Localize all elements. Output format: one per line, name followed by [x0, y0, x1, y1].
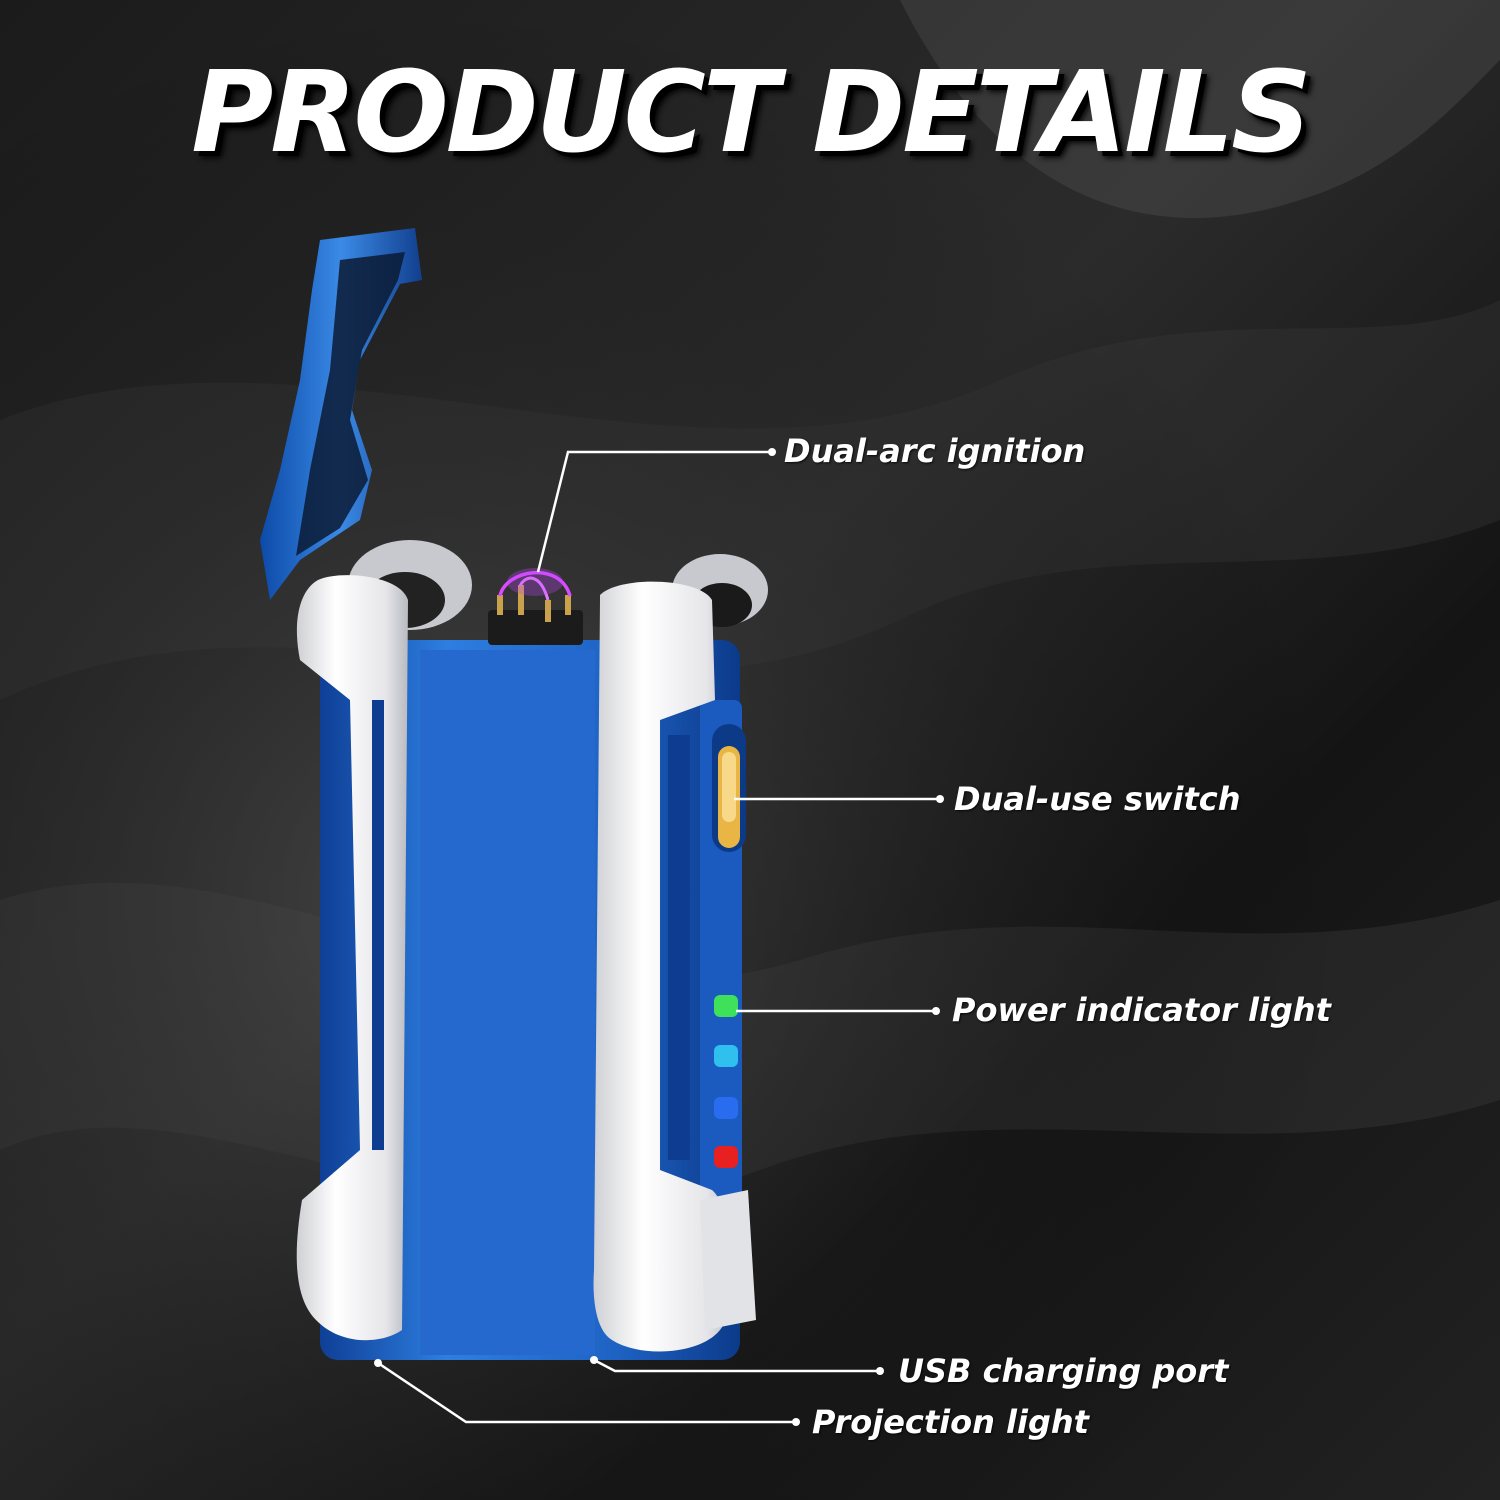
callout-dual-arc-ignition: Dual-arc ignition	[784, 432, 1086, 470]
callout-power-indicator-light: Power indicator light	[952, 991, 1331, 1029]
arc-icon	[498, 570, 572, 597]
page-title: PRODUCT DETAILS	[191, 48, 1312, 178]
callout-usb-charging-port: USB charging port	[898, 1352, 1229, 1390]
callout-projection-light: Projection light	[812, 1403, 1089, 1441]
lid	[260, 228, 422, 600]
callout-dual-use-switch: Dual-use switch	[954, 780, 1241, 818]
